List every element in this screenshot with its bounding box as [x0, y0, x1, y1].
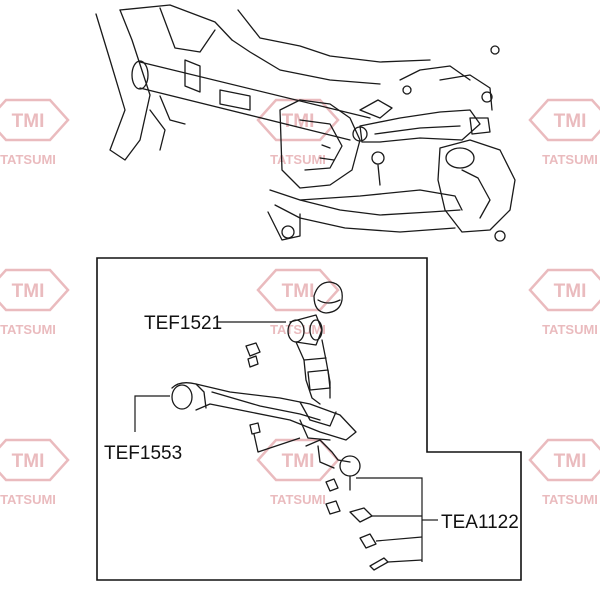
watermark-logo: TMI TATSUMI [256, 438, 340, 507]
watermark-logo-text: TMI [282, 111, 315, 132]
watermark-logo: TMI TATSUMI [528, 268, 600, 337]
leader-lines [134, 321, 438, 563]
watermark-logo-text: TMI [12, 111, 45, 132]
watermark-logo-text: TMI [12, 281, 45, 302]
exploded-parts-drawing [171, 281, 389, 571]
watermark-brand-text: TATSUMI [542, 492, 598, 507]
watermark-brand-text: TATSUMI [0, 152, 56, 167]
watermark-brand-text: TATSUMI [270, 322, 326, 337]
watermark-brand-text: TATSUMI [542, 152, 598, 167]
suspension-assembly-drawing [95, 4, 516, 242]
watermark-logo: TMI TATSUMI [528, 438, 600, 507]
watermark-logo-text: TMI [554, 111, 587, 132]
watermark-logo-text: TMI [12, 451, 45, 472]
watermark-logo: TMI TATSUMI [256, 268, 340, 337]
watermark-logo: TMI TATSUMI [0, 438, 70, 507]
watermark-logo-text: TMI [554, 451, 587, 472]
watermark-brand-text: TATSUMI [270, 152, 326, 167]
watermark-logo: TMI TATSUMI [256, 98, 340, 167]
callout-tef1553: TEF1553 [104, 443, 182, 464]
watermark-logo-text: TMI [554, 281, 587, 302]
watermark-brand-text: TATSUMI [0, 492, 56, 507]
watermark-logo: TMI TATSUMI [0, 98, 70, 167]
watermark-logo: TMI TATSUMI [528, 98, 600, 167]
watermark-logo-text: TMI [282, 281, 315, 302]
watermark-logo-text: TMI [282, 451, 315, 472]
callout-labels: TEF1521 TEF1553 TEA1122 [104, 313, 519, 533]
detail-frame [96, 257, 522, 581]
watermark-logo: TMI TATSUMI [0, 268, 70, 337]
watermark-brand-text: TATSUMI [0, 322, 56, 337]
callout-tef1521: TEF1521 [144, 313, 222, 334]
watermark-brand-text: TATSUMI [542, 322, 598, 337]
watermark-brand-text: TATSUMI [270, 492, 326, 507]
watermark-layer: TMI TATSUMI TMI TATSUMI TMI TATSUMI TMI TATSUMI… [0, 98, 600, 507]
callout-tea1122: TEA1122 [441, 512, 519, 533]
